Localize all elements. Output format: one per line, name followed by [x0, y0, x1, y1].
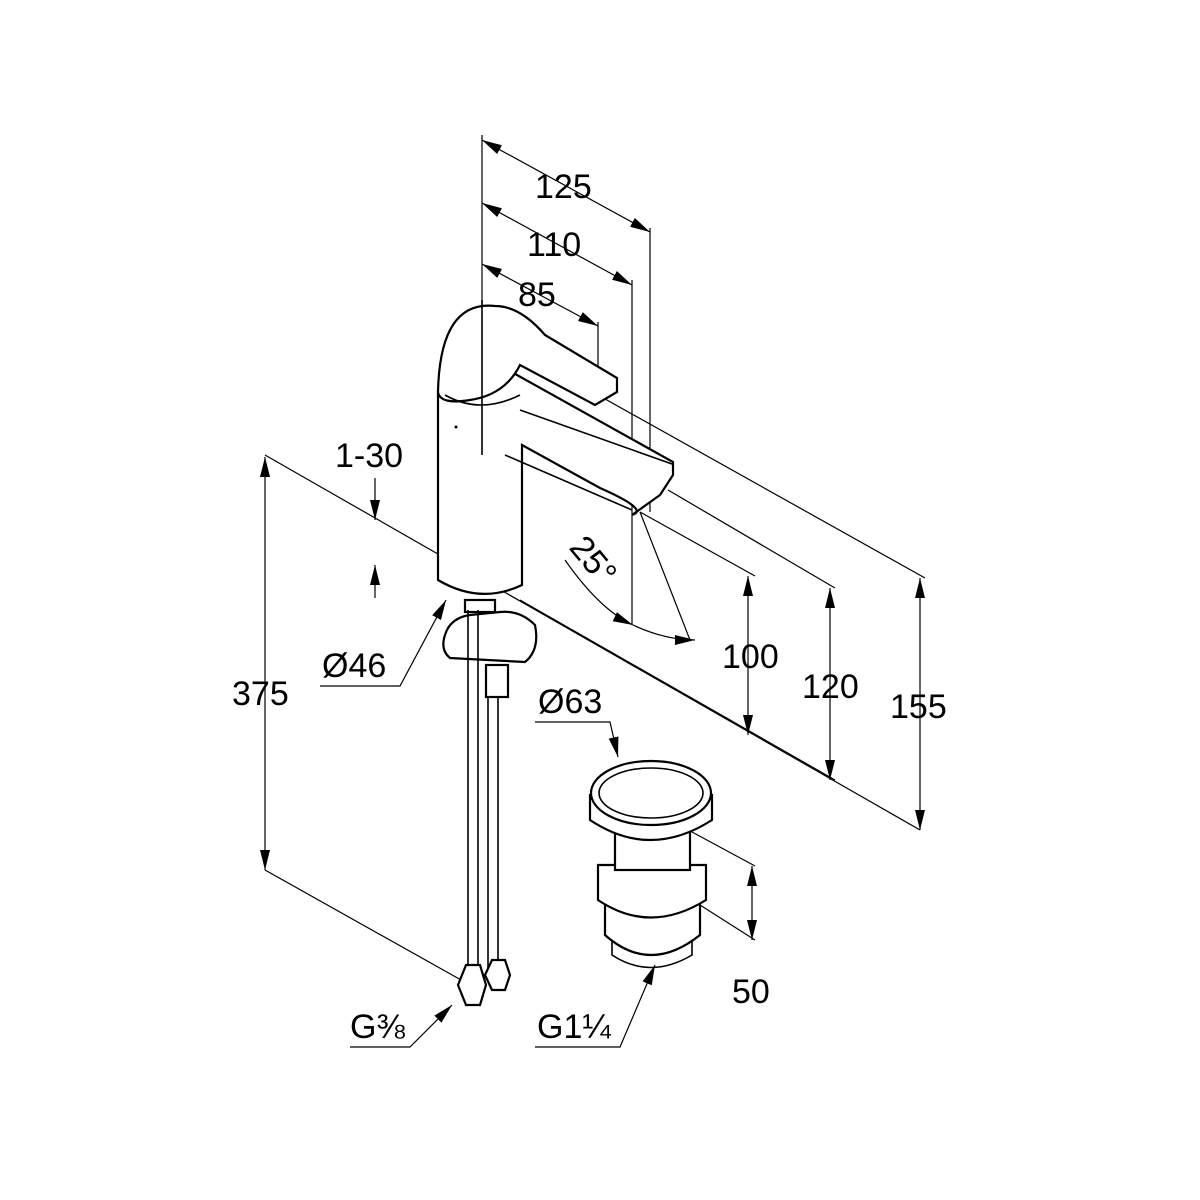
label-85: 85	[518, 276, 556, 314]
label-155: 155	[890, 688, 947, 726]
dimension-labels: 125 110 85 1-30 25° 100 120 155 375 Ø46 …	[232, 168, 947, 1046]
label-g-3-8: G⅜	[350, 1008, 405, 1046]
label-375: 375	[232, 675, 289, 713]
mounting-set	[442, 598, 538, 1007]
faucet-body	[436, 300, 675, 595]
dimension-lines	[260, 139, 925, 1048]
label-120: 120	[802, 668, 859, 706]
label-125: 125	[535, 168, 592, 206]
label-100: 100	[722, 638, 779, 676]
waste-valve	[588, 759, 714, 969]
label-diameter-46: Ø46	[322, 647, 386, 685]
label-diameter-63: Ø63	[538, 683, 602, 721]
label-1-30: 1-30	[335, 437, 403, 475]
label-50: 50	[732, 973, 770, 1011]
label-g-1-1-4: G1¼	[537, 1008, 611, 1046]
label-110: 110	[527, 226, 581, 264]
label-angle: 25°	[562, 529, 624, 593]
